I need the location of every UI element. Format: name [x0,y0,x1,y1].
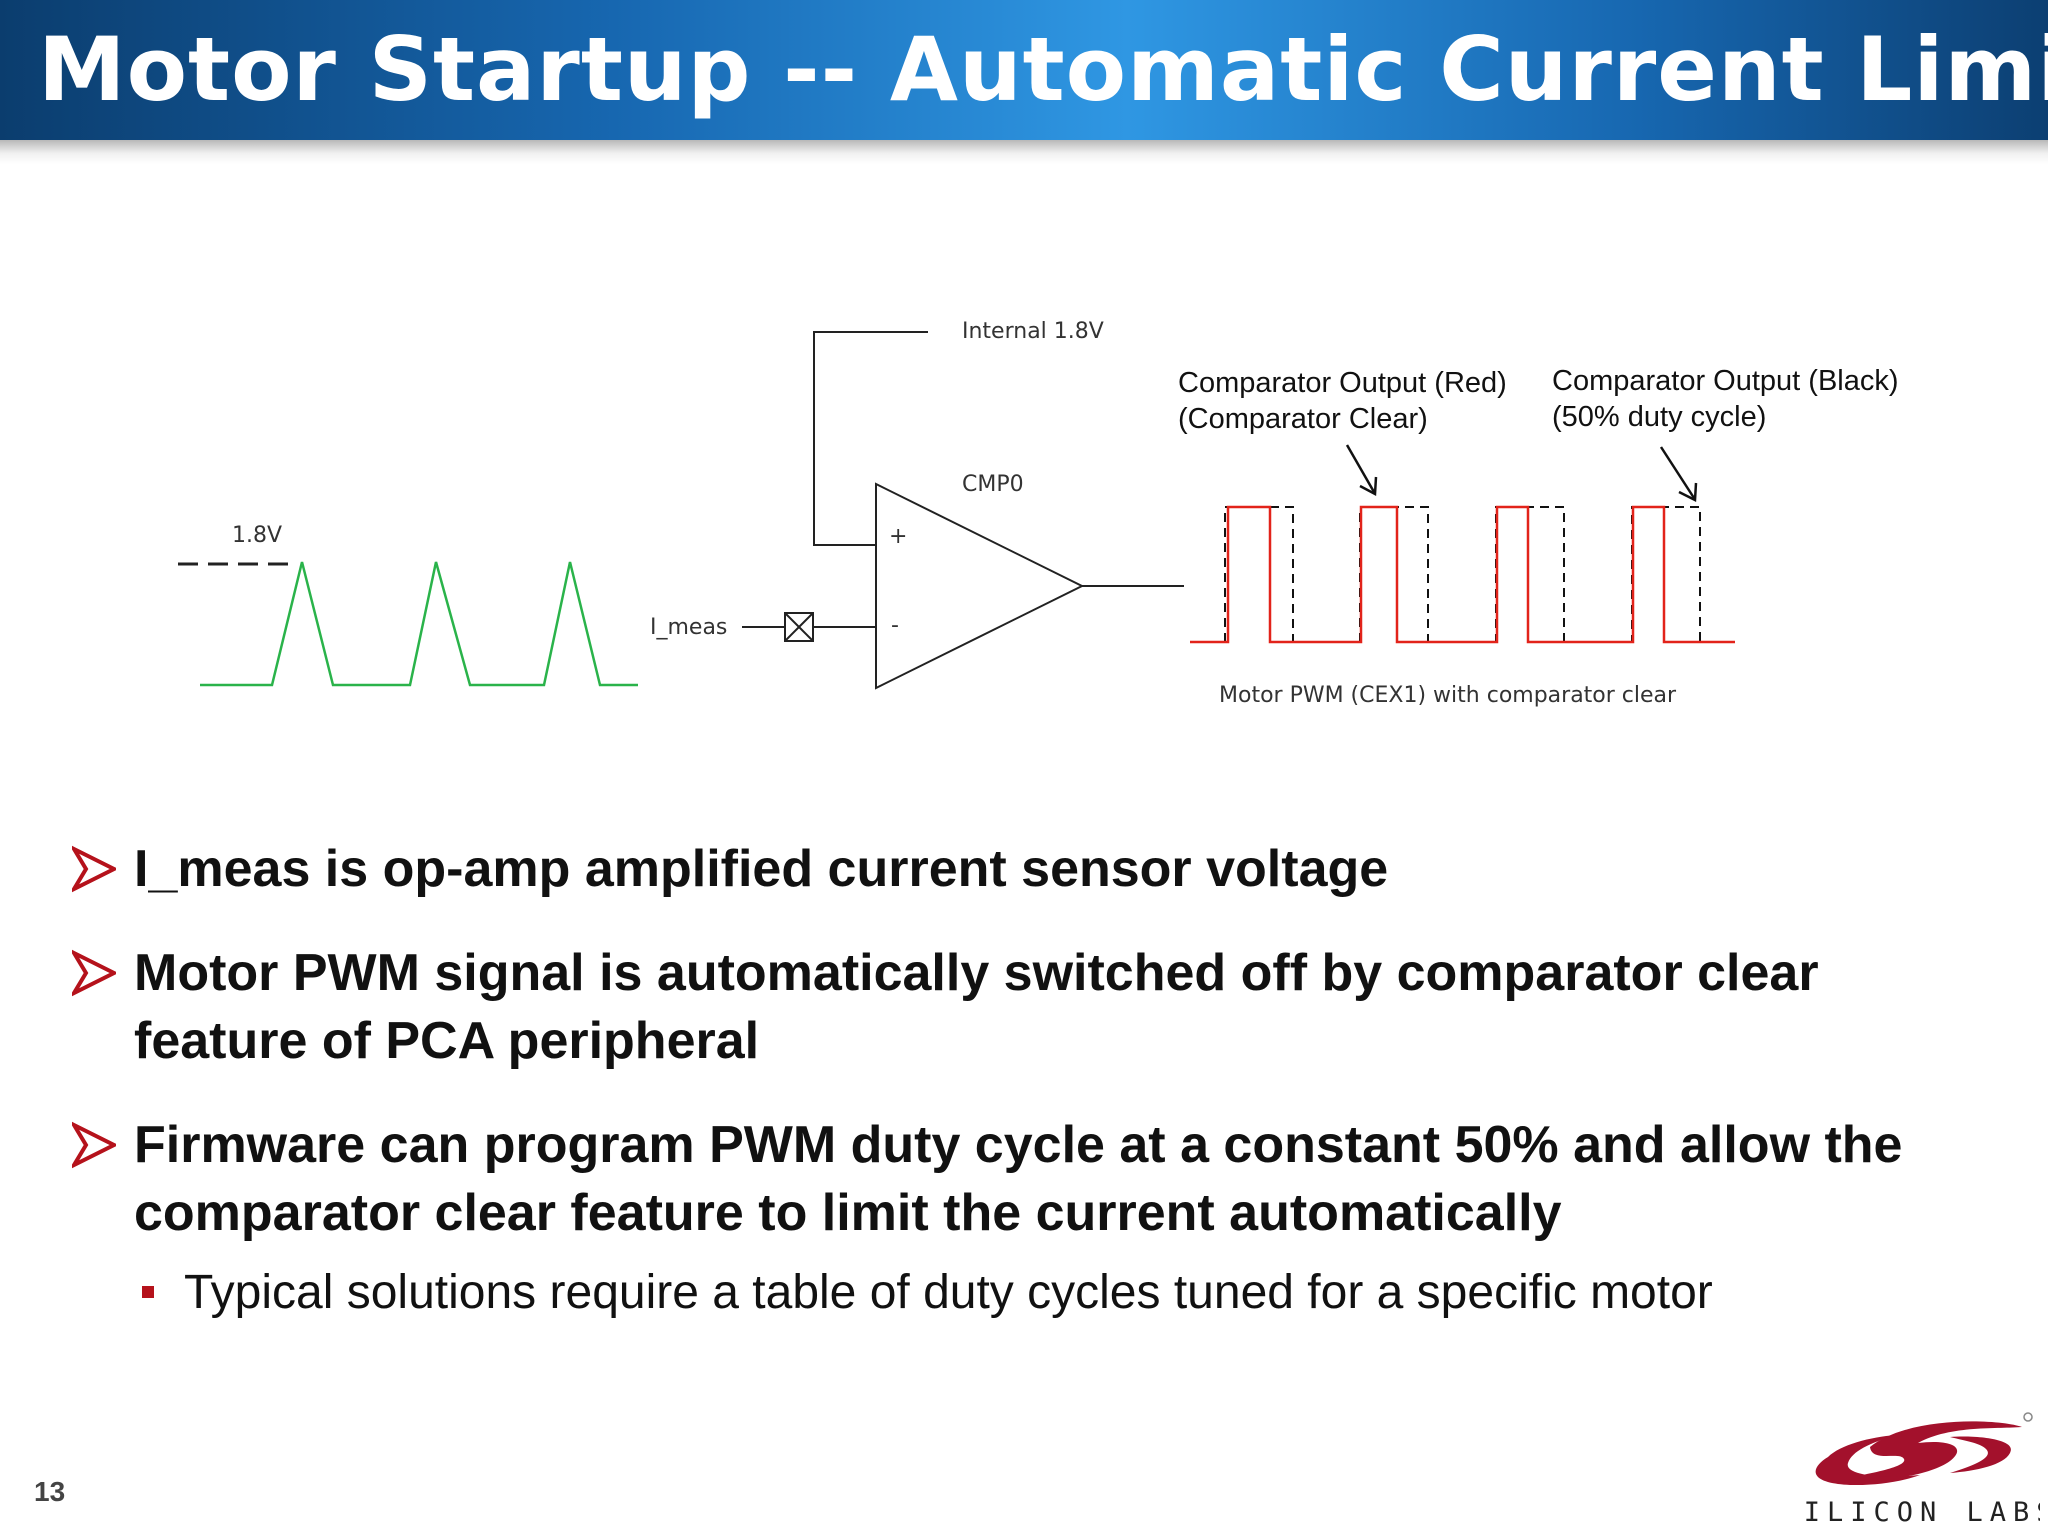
bullet-text: Motor PWM signal is automatically switch… [134,944,1819,1070]
callout-black-arrow-icon [1659,446,1698,502]
input-pin-icon [784,612,814,642]
callout-black-line2: (50% duty cycle) [1552,401,1766,433]
silicon-labs-logo: SILICON LABS [1800,1412,2040,1528]
imeas-label: I_meas [650,615,727,640]
slide-title: Motor Startup -- Automatic Current Limit [38,18,2048,121]
comparator-diagram: 1.8V I_meas Internal 1.8V + - CMP0 Compa… [178,319,1899,708]
pwm-50-duty-waveform [1224,506,1701,643]
bullet-text: Firmware can program PWM duty cycle at a… [134,1116,1903,1242]
pwm-caption: Motor PWM (CEX1) with comparator clear [1219,683,1677,708]
plus-sign: + [889,524,907,549]
registered-mark-icon [2023,1412,2033,1422]
sub-bullet-item: Typical solutions require a table of dut… [72,1261,2002,1325]
internal-ref-label: Internal 1.8V [962,319,1104,344]
logo-text: SILICON LABS [1800,1497,2040,1528]
comparator-symbol [875,482,1085,690]
arrow-bullet-icon [72,1121,116,1169]
comparator-label: CMP0 [962,472,1024,497]
title-bar: Motor Startup -- Automatic Current Limit [0,0,2048,140]
current-waveform [200,561,638,687]
arrow-bullet-icon [72,845,116,893]
comparator-clear-waveform [1190,505,1735,644]
square-bullet-icon [142,1286,154,1298]
bullet-text: I_meas is op-amp amplified current senso… [134,840,1389,898]
callout-red-arrow-icon [1345,444,1378,497]
callout-red-line1: Comparator Output (Red) [1178,367,1507,399]
page-number: 13 [34,1476,66,1507]
bullet-item: I_meas is op-amp amplified current senso… [72,835,2002,903]
callout-black-line1: Comparator Output (Black) [1552,365,1899,397]
title-bar-shadow [0,140,2048,164]
callout-red-line2: (Comparator Clear) [1178,403,1428,435]
sub-bullet-text: Typical solutions require a table of dut… [184,1266,1713,1319]
bullet-item: Motor PWM signal is automatically switch… [72,939,2002,1075]
threshold-label: 1.8V [232,523,282,548]
bullet-item: Firmware can program PWM duty cycle at a… [72,1111,2002,1247]
bullet-list: I_meas is op-amp amplified current senso… [72,835,2002,1325]
minus-sign: - [891,613,899,638]
arrow-bullet-icon [72,949,116,997]
logo-swoosh-icon [1815,1421,2022,1486]
internal-ref-wire [813,331,928,546]
